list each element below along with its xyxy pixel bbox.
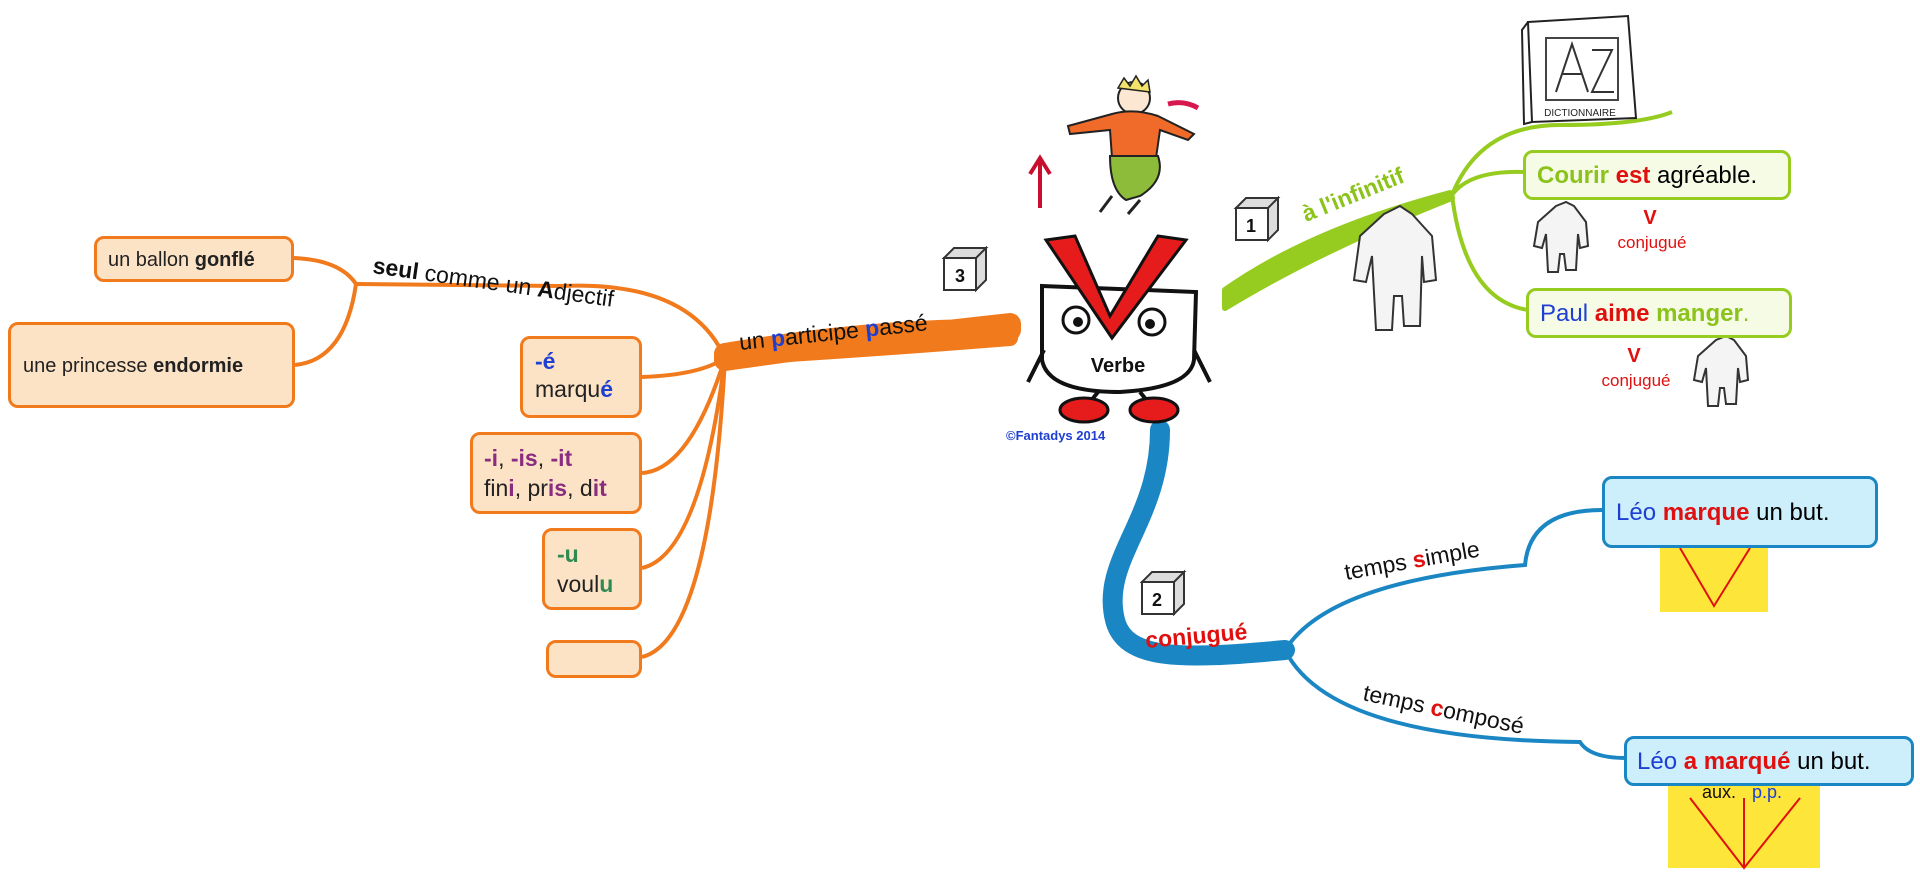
cube-number-3: 3 — [955, 266, 965, 286]
label-temps-compose: temps composé — [1361, 679, 1526, 738]
box-paul-aime-manger: Paul aime manger. — [1526, 288, 1792, 338]
period: . — [1742, 300, 1750, 327]
label-temps-simple: temps simple — [1342, 536, 1481, 585]
participe-link-e — [641, 356, 727, 379]
conjugue-trunk — [1102, 420, 1295, 666]
verbe-pupil-right — [1145, 319, 1155, 329]
ballon-text: un ballon — [108, 249, 195, 271]
cube-number-2: 2 — [1152, 590, 1162, 610]
conjugue-link-simple — [1283, 508, 1603, 652]
jumping-boy-illustration — [1028, 74, 1200, 215]
coat-sketch-small-1 — [1532, 200, 1590, 273]
cube-number-1: 1 — [1246, 216, 1256, 236]
participe-link-i — [641, 357, 727, 475]
gonfle-text: gonflé — [194, 249, 255, 271]
box-ballon-gonfle: un ballon gonflé — [94, 236, 294, 282]
label-seul-adjectif: seul comme un Adjectif — [371, 252, 616, 312]
participe-trunk-main — [717, 330, 1018, 366]
word-a-marque: a marqué — [1683, 748, 1791, 775]
box-courir-est-agreable: Courir est agréable. — [1523, 150, 1791, 200]
cube-badge-2: 2 — [1139, 569, 1187, 617]
participe-link-u — [641, 357, 727, 570]
verbe-arm-left — [1026, 349, 1046, 383]
verbe-shoe-left — [1058, 396, 1110, 424]
v-mark-ex2: V — [1627, 345, 1641, 367]
infinitif-link-ex2 — [1450, 194, 1529, 312]
boy-ribbon — [1167, 100, 1200, 111]
verbe-v-letter — [1043, 234, 1189, 341]
verbe-shoe-right — [1128, 396, 1180, 424]
word-un-but-simple: un but. — [1756, 499, 1830, 526]
participe-link-empty — [641, 357, 727, 659]
copyright-text: ©Fantadys 2014 — [1006, 428, 1106, 443]
word-marque: marque — [1662, 499, 1750, 526]
word-un-but-compose: un but. — [1797, 748, 1871, 775]
princesse-text: une princesse — [23, 355, 154, 377]
box-ending-e: -é marqué — [520, 336, 642, 418]
box-leo-a-marque-un-but: Léo a marqué un but. — [1624, 736, 1914, 786]
verbe-arm-right — [1192, 349, 1212, 383]
dictionary-label: DICTIONNAIRE — [1544, 108, 1616, 119]
box-leo-marque-un-but: Léo marque un but. — [1602, 476, 1878, 548]
ending-e: -é — [535, 348, 556, 374]
word-courir: Courir — [1537, 162, 1609, 189]
word-voulu: voulu — [557, 571, 614, 597]
conjugue-note-ex1: conjugué — [1617, 233, 1686, 252]
aux-label: aux. — [1702, 782, 1736, 802]
v-mark-ex1: V — [1643, 207, 1657, 229]
cube-badge-3: 3 — [941, 245, 989, 293]
word-aime: aime — [1594, 300, 1650, 327]
word-manger: manger — [1656, 300, 1743, 327]
word-leo-simple: Léo — [1616, 499, 1657, 526]
verbe-pupil-left — [1073, 317, 1083, 327]
box-ending-i: -i, -is, -it fini, pris, dit — [470, 432, 642, 514]
center-verbe-illustration: Verbe — [1026, 234, 1212, 424]
endings-i-is-it: -i, -is, -it — [484, 445, 573, 471]
ending-u: -u — [557, 541, 579, 567]
cube-badge-1: 1 — [1233, 195, 1281, 243]
box-empty — [546, 640, 642, 678]
endormie-text: endormie — [153, 355, 244, 377]
verbe-word: Verbe — [1091, 355, 1145, 377]
yellow-v-panel-simple — [1660, 547, 1768, 612]
word-est: est — [1615, 162, 1651, 189]
boy-leg-left — [1098, 195, 1114, 213]
word-marque: marqué — [535, 376, 613, 402]
participe-link-ballon — [293, 256, 358, 286]
boy-leg-right — [1126, 199, 1142, 215]
pp-label: p.p. — [1752, 782, 1782, 802]
word-leo-compose: Léo — [1637, 748, 1678, 775]
up-arrow — [1028, 154, 1052, 208]
dictionary-illustration: DICTIONNAIRE — [1520, 14, 1638, 126]
word-paul: Paul — [1540, 300, 1589, 327]
boy-shirt — [1066, 110, 1196, 159]
boy-pants — [1108, 155, 1161, 202]
conjugue-link-compose — [1283, 649, 1627, 760]
coat-sketch-small-2 — [1692, 334, 1750, 407]
participe-link-princesse — [294, 283, 358, 367]
conjugue-note-ex2: conjugué — [1601, 371, 1670, 390]
box-ending-u: -u voulu — [542, 528, 642, 610]
coat-sketch-large — [1352, 204, 1438, 331]
box-princesse-endormie: une princesse endormie — [8, 322, 295, 408]
word-agreable: agréable. — [1657, 162, 1758, 189]
participe-branch-adjectif — [355, 282, 727, 359]
infinitif-link-dictionary — [1450, 110, 1673, 196]
boy-hair — [1116, 74, 1151, 93]
words-fini-pris-dit: fini, pris, dit — [484, 475, 607, 501]
yellow-v-panel-compose: aux. p.p. — [1668, 776, 1820, 870]
